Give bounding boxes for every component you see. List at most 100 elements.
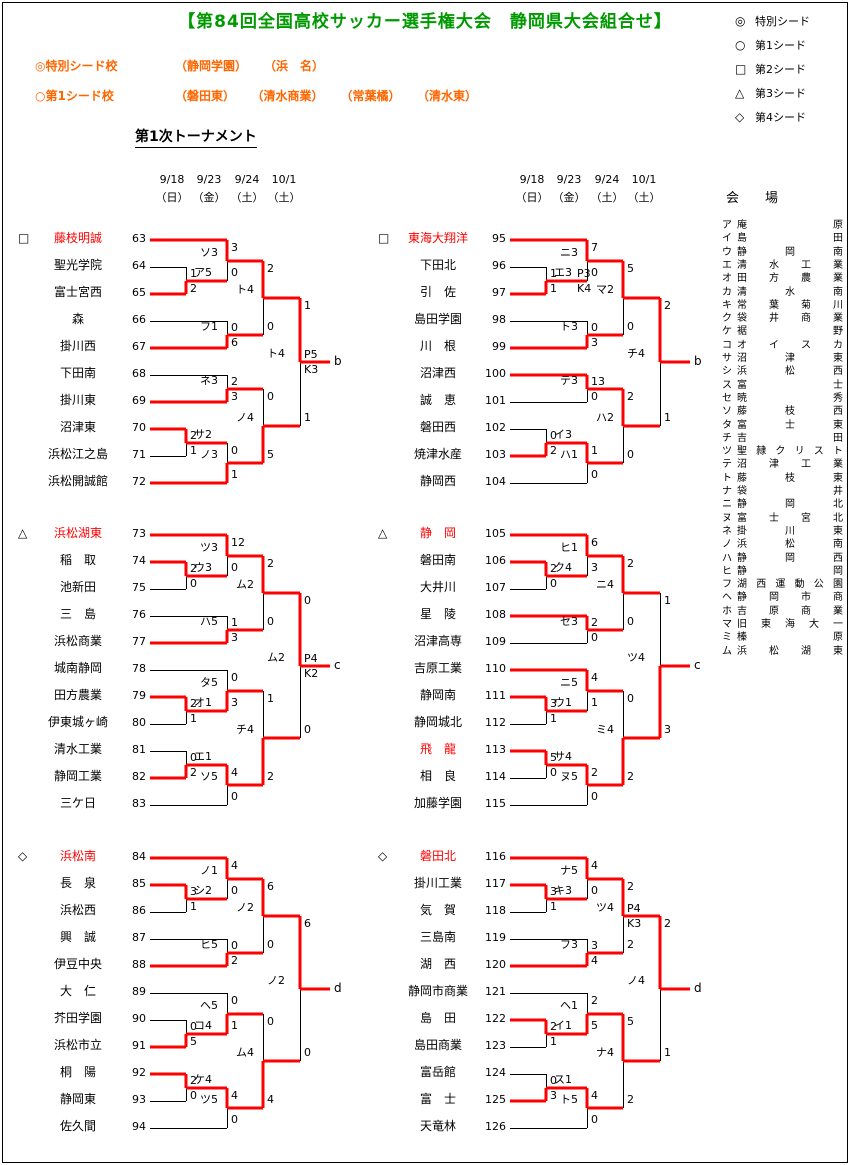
team-number: 91 <box>132 1039 146 1052</box>
match-label: ヒ1 <box>560 541 578 554</box>
venue-kana: ノ <box>722 539 732 550</box>
team-number: 88 <box>132 958 146 971</box>
venue-name: 沼津東 <box>737 353 843 364</box>
team-number: 75 <box>132 581 146 594</box>
date-label: 9/23 <box>556 173 582 186</box>
score-bottom: 0 <box>190 1089 197 1102</box>
team-name: 掛川工業 <box>413 876 462 890</box>
seed-school: （浜 名） <box>264 59 325 73</box>
match-label: ツ5 <box>200 1093 218 1106</box>
venue-name: 静岡北 <box>737 499 843 510</box>
block-letter: b <box>334 354 342 368</box>
team-number: 86 <box>132 904 146 917</box>
score-bottom: 2 <box>627 938 634 951</box>
team-number: 122 <box>485 1012 506 1025</box>
score-bottom: 2 <box>231 954 238 967</box>
score-bottom: 1 <box>664 1046 671 1059</box>
team-name: 磐田北 <box>419 849 456 863</box>
seed-legend-symbol: ◎ <box>735 14 746 28</box>
score-top: 3 <box>190 885 197 898</box>
score-top: 2 <box>591 994 598 1007</box>
venue-name: 静岡西 <box>737 553 843 564</box>
venue-kana: キ <box>722 300 732 311</box>
team-number: 87 <box>132 931 146 944</box>
team-name: 浜松湖東 <box>53 526 102 540</box>
score-bottom: 5 <box>591 1019 598 1032</box>
score-bottom: 0 <box>591 266 598 279</box>
score-top: 3 <box>231 241 238 254</box>
team-name: 浜松西 <box>59 903 96 917</box>
team-name: 芥田学園 <box>53 1011 102 1025</box>
match-label: タ5 <box>200 676 218 689</box>
block-letter: d <box>334 981 342 995</box>
seed-legend-symbol: △ <box>735 86 745 100</box>
team-name: 静岡工業 <box>53 769 102 783</box>
team-name: 焼津水産 <box>413 447 462 461</box>
team-name: 磐田西 <box>419 420 456 434</box>
score-top: 3 <box>550 697 557 710</box>
seed-symbol: △ <box>18 526 28 540</box>
team-number: 100 <box>485 367 506 380</box>
match-label: ウ3 <box>194 561 212 574</box>
match-label: ム2 <box>267 651 285 664</box>
team-name: 島田学園 <box>413 312 462 326</box>
venue-name: オイスカ <box>737 340 843 351</box>
pk-top: P4 <box>627 902 641 915</box>
team-number: 82 <box>132 770 146 783</box>
score-bottom: 1 <box>190 712 197 725</box>
venue-kana: ム <box>722 646 732 657</box>
block-letter: b <box>694 354 702 368</box>
team-name: 大 仁 <box>59 984 96 998</box>
team-number: 113 <box>485 743 506 756</box>
day-label: （土） <box>627 191 661 204</box>
venue-kana: サ <box>722 353 732 364</box>
score-top: 0 <box>231 671 238 684</box>
score-bottom: 1 <box>591 696 598 709</box>
team-name: 浜松商業 <box>53 634 102 648</box>
score-bottom: 1 <box>550 1035 557 1048</box>
score-bottom: 0 <box>550 577 557 590</box>
venue-kana: ネ <box>722 526 732 537</box>
venue-kana: ヒ <box>722 566 732 577</box>
venue-name: 袋井 <box>737 486 843 497</box>
date-label: 9/24 <box>594 173 620 186</box>
date-label: 9/18 <box>159 173 185 186</box>
score-top: 3 <box>591 939 598 952</box>
team-number: 121 <box>485 985 506 998</box>
match-label: マ2 <box>596 283 614 296</box>
match-label: ト4 <box>236 283 254 296</box>
score-top: 0 <box>591 321 598 334</box>
score-bottom: 1 <box>550 282 557 295</box>
venue-kana: エ <box>722 260 732 271</box>
score-bottom: 1 <box>190 444 197 457</box>
venue-kana: コ <box>722 340 732 351</box>
team-name: 城南静岡 <box>53 661 102 675</box>
score-top: 0 <box>267 390 274 403</box>
score-top: 12 <box>231 536 245 549</box>
score-top: 2 <box>591 766 598 779</box>
pk-bottom: K4 <box>577 282 592 295</box>
team-name: 相 良 <box>419 769 456 783</box>
pk-top: P3 <box>577 267 591 280</box>
venue-kana: ミ <box>722 632 732 643</box>
venue-name: 浜松西 <box>737 366 843 377</box>
block-letter: d <box>694 981 702 995</box>
match-label: オ1 <box>194 696 212 709</box>
venue-name: 富士東 <box>737 420 843 431</box>
venue-name: 常葉菊川 <box>737 300 843 311</box>
team-number: 73 <box>132 527 146 540</box>
team-name: 富士宮西 <box>53 285 102 299</box>
match-label: イ1 <box>554 1019 572 1032</box>
match-label: ニ4 <box>596 578 614 591</box>
team-name: 下田北 <box>419 258 456 272</box>
team-name: 興 誠 <box>59 930 96 944</box>
team-name: 沼津東 <box>59 420 96 434</box>
venue-kana: ウ <box>722 247 732 258</box>
venue-kana: タ <box>722 420 732 431</box>
seed-school: （磐田東） <box>175 89 236 103</box>
score-bottom: 4 <box>591 954 598 967</box>
team-name: 掛川東 <box>59 393 96 407</box>
team-name: 藤枝明誠 <box>53 231 102 245</box>
venue-name: 清水南 <box>737 287 843 298</box>
score-bottom: 3 <box>591 336 598 349</box>
